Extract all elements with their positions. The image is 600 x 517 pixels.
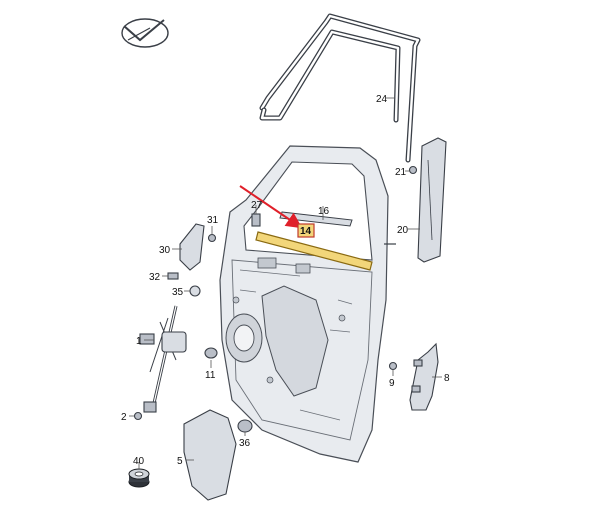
highlight-arrow (239, 185, 303, 229)
plug-part-11 (204, 347, 218, 368)
window-regulator-part-1 (139, 305, 187, 413)
window-seal-part-14 (255, 231, 373, 271)
label-40: 40 (133, 456, 145, 467)
trim-panel-part-20 (408, 137, 447, 263)
label-5: 5 (177, 456, 183, 467)
label-27: 27 (251, 200, 263, 211)
screw-part-2 (129, 411, 143, 421)
mirror-cover-part-30 (172, 223, 205, 271)
label-36: 36 (239, 438, 251, 449)
insulation-pad-part-5 (183, 409, 237, 501)
label-8: 8 (444, 373, 450, 384)
clip-part-27 (251, 205, 261, 227)
screw-part-21 (405, 165, 418, 175)
label-35: 35 (172, 287, 184, 298)
nut-part-31 (207, 226, 217, 243)
logo-icon (121, 18, 169, 48)
door-body (219, 145, 389, 463)
screw-part-9 (388, 361, 398, 376)
label-11: 11 (205, 370, 216, 381)
label-24: 24 (376, 94, 388, 105)
label-20: 20 (397, 225, 409, 236)
bolt-part-32 (162, 272, 179, 280)
callout-14-highlight: 14 (297, 223, 315, 238)
label-14: 14 (300, 226, 312, 237)
label-2: 2 (121, 412, 127, 423)
grommet-part-35 (184, 285, 201, 297)
label-16: 16 (318, 206, 330, 217)
label-9: 9 (389, 378, 395, 389)
label-21: 21 (395, 167, 407, 178)
bracket-part-8 (409, 342, 442, 411)
cap-part-36 (237, 419, 253, 436)
tape-roll-part-40 (128, 462, 150, 488)
label-32: 32 (149, 272, 161, 283)
label-31: 31 (207, 215, 219, 226)
window-frame-part-24 (259, 13, 421, 163)
label-30: 30 (159, 245, 171, 256)
label-1: 1 (136, 336, 142, 347)
callout-labels: 24 21 16 27 20 31 30 32 35 1 11 9 8 2 36… (121, 94, 450, 467)
